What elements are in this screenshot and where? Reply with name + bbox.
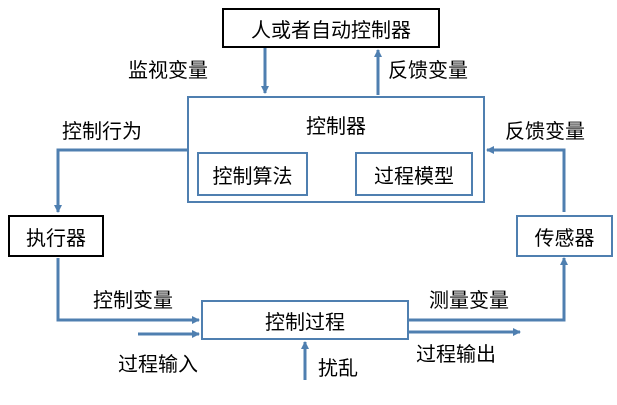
sensor-box: 传感器 (516, 215, 613, 257)
monitor-variable-label: 监视变量 (128, 58, 208, 82)
actuator-label: 执行器 (26, 225, 86, 250)
control-action-arrow (54, 148, 187, 213)
control-algorithm-label: 控制算法 (212, 163, 293, 188)
process-model-label: 过程模型 (374, 163, 454, 188)
feedback-variable-top-label: 反馈变量 (388, 58, 468, 82)
control-algorithm-box: 控制算法 (197, 152, 308, 196)
control-action-label: 控制行为 (62, 119, 142, 143)
disturbance-label: 扰乱 (318, 356, 358, 380)
sensor-label: 传感器 (534, 225, 595, 250)
measured-variable-arrow (409, 257, 568, 322)
process-output-label: 过程输出 (416, 342, 496, 366)
controlled-process-box: 控制过程 (201, 300, 409, 340)
feedback-variable-arrow (486, 146, 566, 212)
human-controller-box: 人或者自动控制器 (222, 8, 440, 48)
control-variable-arrow (56, 258, 200, 324)
control-variable-label: 控制变量 (93, 288, 173, 312)
actuator-box: 执行器 (8, 215, 104, 257)
controller-label: 控制器 (306, 114, 366, 138)
process-model-box: 过程模型 (355, 152, 473, 196)
human-controller-label: 人或者自动控制器 (251, 17, 411, 42)
measured-variable-label: 测量变量 (429, 288, 509, 312)
process-input-label: 过程输入 (118, 352, 198, 376)
feedback-variable-right-label: 反馈变量 (505, 119, 585, 143)
controlled-process-label: 控制过程 (265, 309, 345, 334)
